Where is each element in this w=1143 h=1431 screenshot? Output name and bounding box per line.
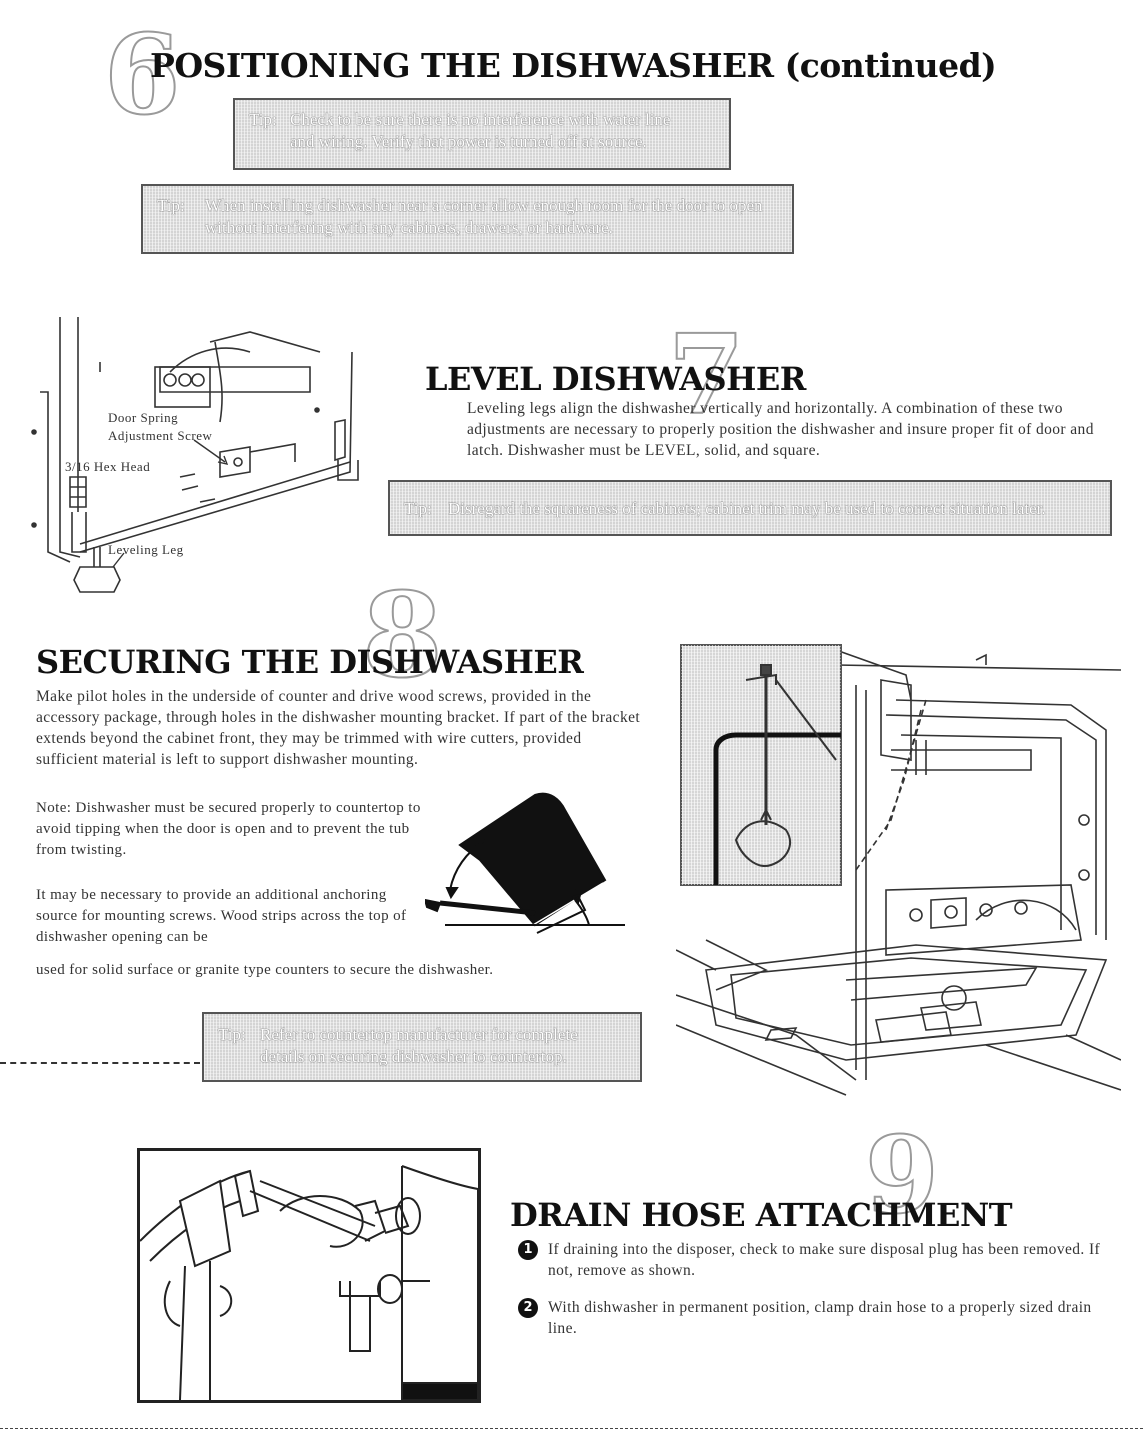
tip-line-1: Disregard the squareness of cabinets; ca…: [448, 499, 1046, 518]
section-8-anchor-2: used for solid surface or granite type c…: [36, 962, 494, 978]
tip-label: Tip:: [157, 196, 185, 215]
tip-line-2: and wiring. Verify that power is turned …: [290, 132, 647, 151]
label-adjustment-screw: Adjustment Screw: [108, 428, 213, 443]
disposer-plug-figure: [140, 1165, 478, 1400]
section-9-number: 9: [864, 1112, 940, 1237]
label-hex-head: 3/16 Hex Head: [65, 459, 151, 474]
tip-box-corner: Tip: When installing dishwasher near a c…: [141, 184, 794, 254]
section-7-body: Leveling legs align the dishwasher verti…: [467, 400, 1094, 459]
tip-line-1: Check to be sure there is no interferenc…: [290, 110, 671, 129]
dishwasher-mounting-figure: [676, 644, 1121, 1096]
tipping-diagram: [425, 792, 625, 934]
section-8-title: SECURING THE DISHWASHER: [36, 643, 584, 681]
step-2-badge: 2: [518, 1298, 538, 1318]
tip-label: Tip:: [218, 1025, 246, 1044]
tip-label: Tip:: [404, 499, 432, 518]
drain-hose-figure-frame: [137, 1148, 481, 1403]
section-9-step-1: If draining into the disposer, check to …: [548, 1241, 1101, 1279]
tip-line-1: When installing dishwasher near a corner…: [205, 196, 763, 215]
tip-box-cabinets: Tip: Disregard the squareness of cabinet…: [388, 480, 1112, 536]
tip-line-2: details on securing dishwasher to counte…: [260, 1047, 567, 1066]
leveling-leg-figure: [31, 317, 359, 593]
dashed-separator: [0, 1062, 200, 1064]
section-8-anchor-1: It may be necessary to provide an additi…: [36, 887, 407, 945]
tip-box-water-line: Tip: Check to be sure there is no interf…: [233, 98, 731, 170]
section-9-title: DRAIN HOSE ATTACHMENT: [510, 1196, 1013, 1234]
tip-label: Tip:: [249, 110, 277, 129]
section-6-title: POSITIONING THE DISHWASHER (continued): [150, 46, 997, 85]
tip-box-countertop: Tip: Refer to countertop manufacturer fo…: [202, 1012, 642, 1082]
section-6-number: 6: [103, 10, 182, 139]
label-door-spring: Door Spring: [108, 410, 179, 425]
label-leveling-leg: Leveling Leg: [108, 542, 184, 557]
section-6-title-suffix: (continued): [784, 46, 997, 85]
tip-line-1: Refer to countertop manufacturer for com…: [260, 1025, 578, 1044]
section-7-title: LEVEL DISHWASHER: [425, 360, 806, 398]
section-9-step-2: With dishwasher in permanent position, c…: [548, 1299, 1092, 1337]
section-7-number: 7: [667, 310, 746, 439]
tip-line-2: without interfering with any cabinets, d…: [205, 218, 613, 237]
bottom-rule: [0, 1428, 1143, 1429]
section-8-note: Note: Dishwasher must be secured properl…: [36, 800, 421, 858]
step-1-badge: 1: [518, 1240, 538, 1260]
section-8-body: Make pilot holes in the underside of cou…: [36, 688, 641, 768]
section-6-title-text: POSITIONING THE DISHWASHER: [150, 46, 774, 85]
section-8-number: 8: [361, 568, 444, 704]
